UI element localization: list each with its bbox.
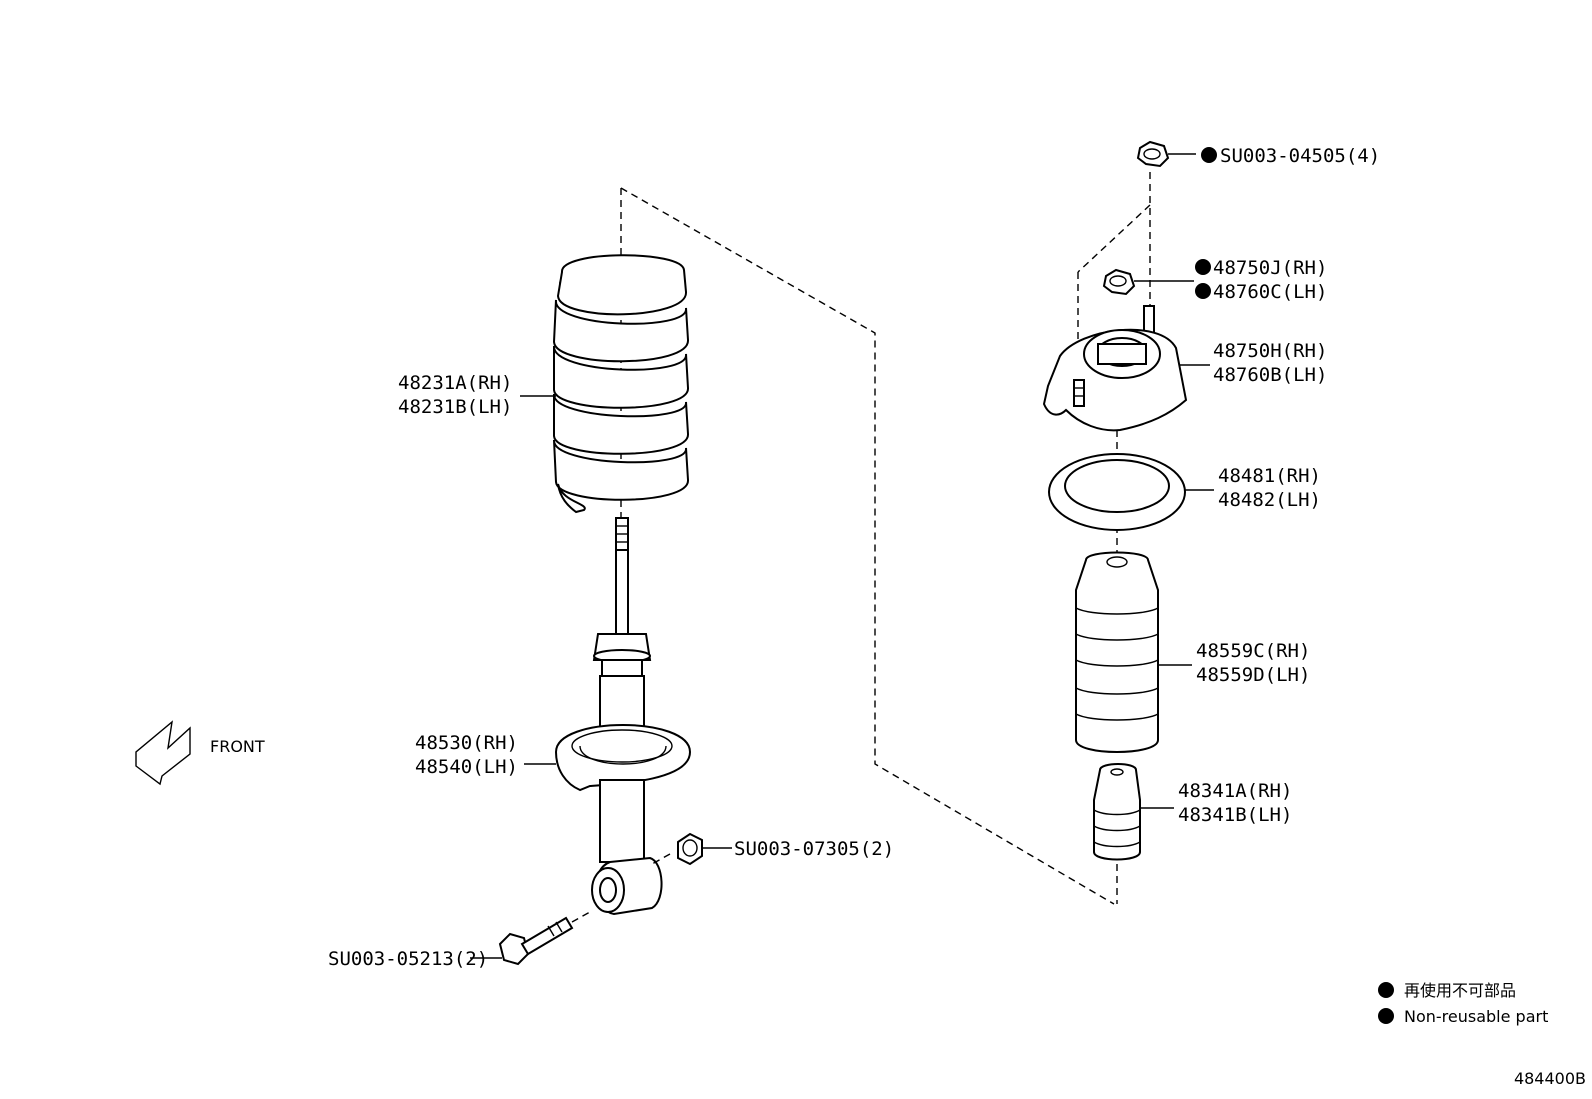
- lower-bolt: [498, 911, 591, 966]
- callout-seat-lh: 48482(LH): [1218, 489, 1321, 511]
- callout-nut-lower: SU003-07305(2): [734, 838, 894, 860]
- callout-shock-lh: 48540(LH): [415, 756, 518, 778]
- callout-shock-rh: 48530(RH): [415, 732, 518, 754]
- callout-mount-lh: 48760B(LH): [1213, 364, 1327, 386]
- lower-nut: [651, 832, 703, 866]
- legend: 再使用不可部品 Non-reusable part: [1378, 981, 1548, 1026]
- callout-nut-rh: 48750J(RH): [1213, 257, 1327, 279]
- callout-bolt-lower: SU003-05213(2): [328, 948, 488, 970]
- legend-en: Non-reusable part: [1404, 1007, 1548, 1026]
- top-nut: [1136, 140, 1170, 168]
- legend-marker-icon: [1378, 1008, 1394, 1024]
- diagram-id: 484400B: [1514, 1069, 1586, 1088]
- shock-absorber: [554, 517, 692, 916]
- upper-mount: [1042, 305, 1188, 432]
- non-reusable-marker-icon: [1201, 147, 1217, 163]
- legend-marker-icon: [1378, 982, 1394, 998]
- spring-seat-ring: [1048, 453, 1186, 531]
- callout-bumper-lh: 48341B(LH): [1178, 804, 1292, 826]
- coil-spring: [552, 254, 690, 514]
- front-arrow-icon: [135, 720, 191, 786]
- leader-lines: [470, 153, 1214, 959]
- callout-bumper-rh: 48341A(RH): [1178, 780, 1292, 802]
- callout-mount-rh: 48750H(RH): [1213, 340, 1327, 362]
- callout-spring-rh: 48231A(RH): [398, 372, 512, 394]
- dust-boot: [1075, 551, 1159, 753]
- callout-spring-lh: 48231B(LH): [398, 396, 512, 418]
- non-reusable-marker-icon: [1195, 259, 1211, 275]
- bump-stopper: [1093, 763, 1141, 861]
- non-reusable-marker-icon: [1195, 283, 1211, 299]
- callout-nut-top: SU003-04505(4): [1220, 145, 1380, 167]
- center-nut: [1102, 268, 1136, 296]
- legend-jp: 再使用不可部品: [1404, 981, 1516, 1000]
- callout-seat-rh: 48481(RH): [1218, 465, 1321, 487]
- callout-nut-lh: 48760C(LH): [1213, 281, 1327, 303]
- front-label: FRONT: [210, 737, 265, 756]
- assembly-dashed-lines: [620, 172, 1151, 905]
- callout-boot-rh: 48559C(RH): [1196, 640, 1310, 662]
- callout-boot-lh: 48559D(LH): [1196, 664, 1310, 686]
